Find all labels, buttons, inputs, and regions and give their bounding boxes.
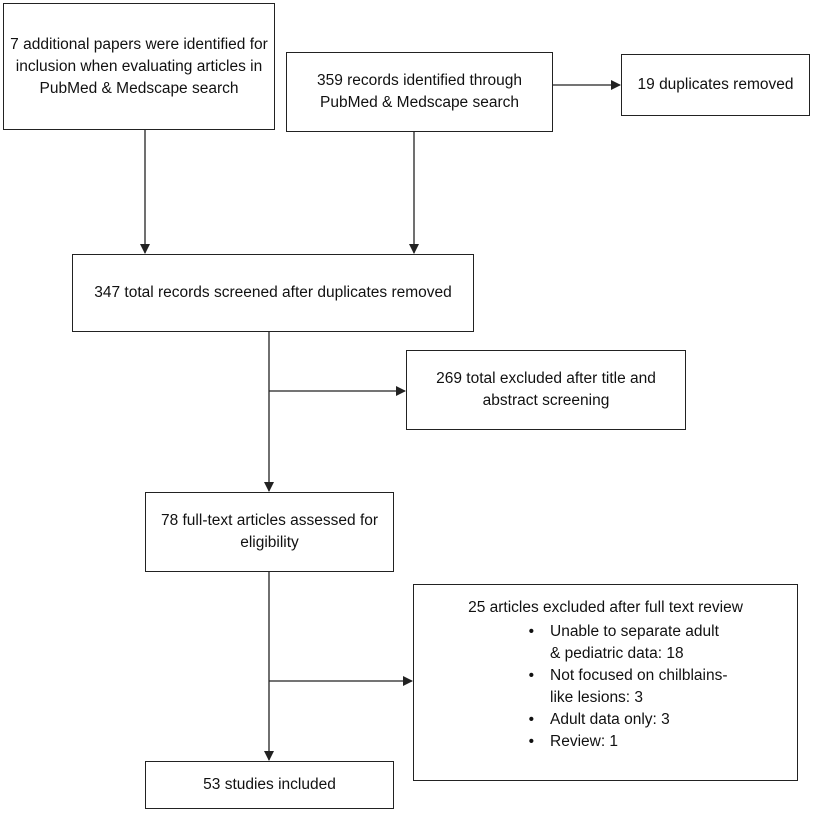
exclusion-reason-text: Not focused on chilblains-like lesions: …: [550, 667, 728, 706]
excluded-fulltext-title: 25 articles excluded after full text rev…: [468, 599, 743, 616]
additional-papers-text: 7 additional papers were identified for …: [10, 35, 268, 97]
exclusion-reason-item: • Review: 1: [424, 731, 787, 753]
fulltext-assessed-text: 78 full-text articles assessed for eligi…: [160, 512, 379, 551]
bullet-icon: •: [528, 623, 534, 640]
exclusion-reason-text: Review: 1: [550, 733, 619, 750]
records-screened-box: 347 total records screened after duplica…: [72, 254, 474, 332]
records-identified-box: 359 records identified through PubMed & …: [286, 52, 553, 132]
records-screened-text: 347 total records screened after duplica…: [94, 284, 452, 301]
fulltext-assessed-box: 78 full-text articles assessed for eligi…: [145, 492, 394, 572]
exclusion-reasons-list: • Unable to separate adult & pediatric d…: [424, 621, 787, 753]
excluded-fulltext-box: 25 articles excluded after full text rev…: [413, 584, 798, 781]
additional-papers-box: 7 additional papers were identified for …: [3, 3, 275, 130]
studies-included-text: 53 studies included: [203, 776, 336, 793]
excluded-fulltext-content: 25 articles excluded after full text rev…: [424, 597, 787, 753]
bullet-icon: •: [528, 667, 534, 684]
exclusion-reason-text: Adult data only: 3: [550, 711, 670, 728]
bullet-icon: •: [528, 711, 534, 728]
bullet-icon: •: [528, 733, 534, 750]
duplicates-removed-box: 19 duplicates removed: [621, 54, 810, 116]
excluded-title-abstract-text: 269 total excluded after title and abstr…: [436, 370, 656, 409]
exclusion-reason-item: • Adult data only: 3: [424, 709, 787, 731]
exclusion-reason-text: Unable to separate adult & pediatric dat…: [550, 623, 719, 662]
duplicates-removed-text: 19 duplicates removed: [637, 76, 794, 93]
records-identified-text: 359 records identified through PubMed & …: [316, 72, 523, 111]
exclusion-reason-item: • Not focused on chilblains-like lesions…: [424, 665, 787, 709]
exclusion-reason-item: • Unable to separate adult & pediatric d…: [424, 621, 787, 665]
studies-included-box: 53 studies included: [145, 761, 394, 809]
excluded-title-abstract-box: 269 total excluded after title and abstr…: [406, 350, 686, 430]
